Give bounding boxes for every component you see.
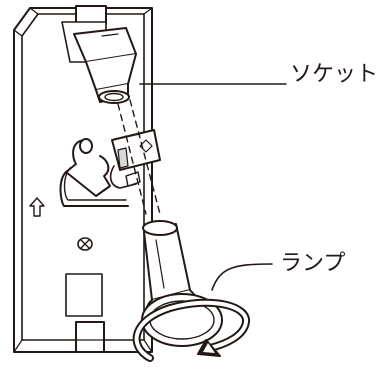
lamp-label: ランプ (280, 251, 346, 276)
wiring-connector (59, 129, 161, 207)
lamp-leader-line (211, 263, 273, 291)
lamp (141, 220, 223, 347)
socket (73, 27, 137, 104)
alignment-line-right (129, 99, 161, 215)
socket-label: ソケット (290, 62, 379, 87)
alignment-line-left (117, 103, 147, 215)
rotation-arrow (132, 298, 250, 362)
